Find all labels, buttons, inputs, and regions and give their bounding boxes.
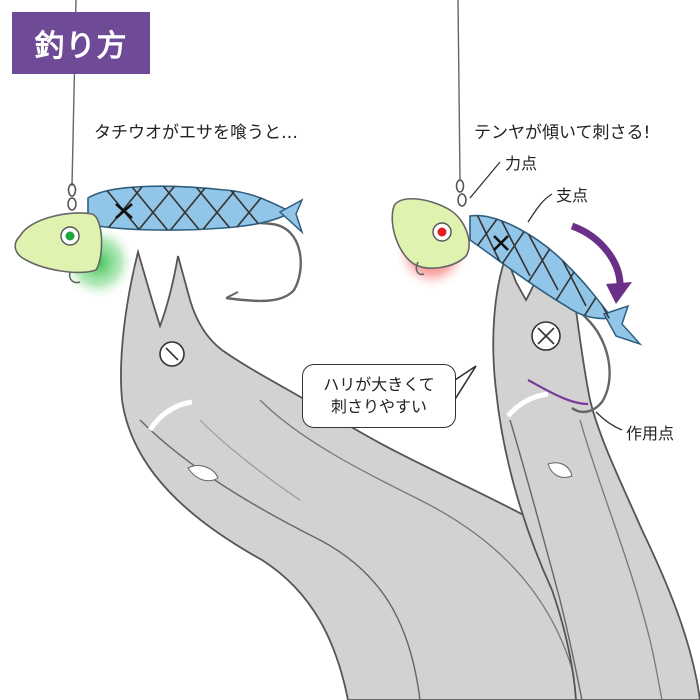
tilt-arrowhead: [606, 282, 632, 304]
right-jig-head: [391, 197, 470, 276]
hook-penetration: [527, 379, 589, 406]
effort-leader-line: [469, 161, 501, 199]
fulcrum-label: 支点: [556, 186, 589, 205]
right-swivel: [455, 179, 467, 207]
effort-label: 力点: [505, 154, 538, 173]
load-label: 作用点: [626, 424, 675, 443]
title-badge: 釣り方: [12, 12, 150, 74]
fulcrum-leader-line: [527, 193, 553, 223]
callout-line-2: 刺さりやすい: [330, 397, 427, 416]
right-fishing-line: [457, 0, 461, 181]
left-bait-fish: [87, 185, 304, 235]
load-leader-line: [595, 411, 623, 431]
callout-line-1: ハリが大きくて: [323, 375, 435, 394]
left-caption: タチウオがエサを喰うと…: [94, 123, 298, 143]
left-jig-head: [14, 212, 103, 284]
left-swivel: [67, 183, 77, 211]
tilt-arrow: [570, 222, 624, 291]
callout-tail: [451, 365, 477, 405]
callout-bubble: ハリが大きくて 刺さりやすい: [302, 364, 456, 428]
right-caption: テンヤが傾いて刺さる!: [474, 123, 651, 143]
